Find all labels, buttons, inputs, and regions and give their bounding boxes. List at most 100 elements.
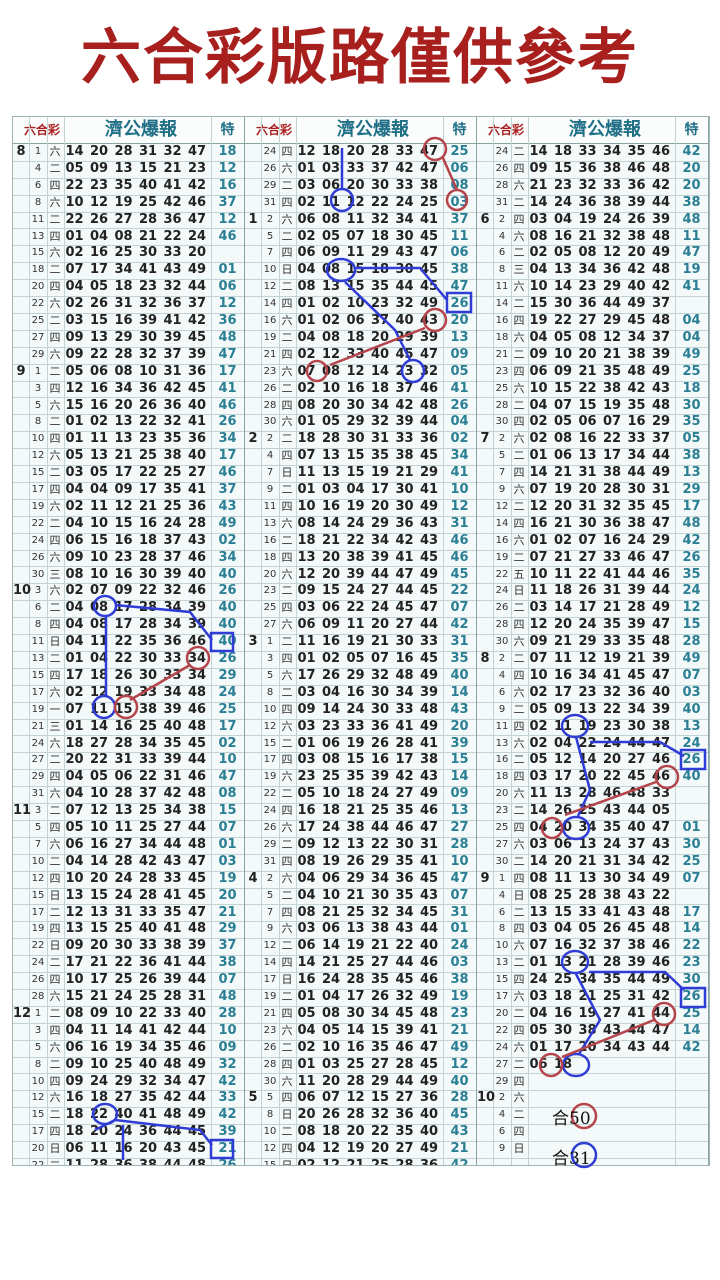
- number-cell: 41: [602, 566, 622, 582]
- number-cell: 31: [419, 836, 439, 852]
- number-cell: 39: [163, 329, 182, 345]
- number-cell: 01: [529, 448, 548, 464]
- number-cell: 13: [321, 465, 341, 481]
- number-cell: 42: [627, 262, 646, 278]
- special-number-cell: 26: [218, 583, 237, 599]
- number-cell: 33: [602, 634, 622, 650]
- number-cell: 45: [187, 329, 207, 345]
- day-cell: 17: [263, 974, 277, 986]
- number-cell: 36: [602, 262, 622, 278]
- number-cell: 22: [89, 1107, 109, 1123]
- column-header: 六合彩濟公爆報特: [477, 117, 708, 144]
- number-cell: 18: [346, 329, 365, 345]
- number-cell: 33: [395, 144, 414, 159]
- day-cell: 22: [31, 298, 45, 310]
- month-cell: [477, 262, 493, 279]
- special-number-cell: 49: [682, 346, 701, 362]
- special-number-cell: 43: [450, 701, 469, 717]
- day-cell: 5: [266, 669, 274, 681]
- weekday-cell: 四: [281, 1142, 293, 1156]
- number-cell: 18: [321, 144, 341, 159]
- number-cell: 47: [187, 853, 207, 869]
- number-cell: 12: [602, 329, 622, 345]
- number-cell: 10: [89, 1056, 109, 1072]
- number-cell: 14: [529, 465, 548, 481]
- special-number-cell: 07: [218, 820, 237, 835]
- number-cell: 42: [651, 279, 671, 295]
- number-cell: 21: [602, 346, 622, 362]
- number-cell: 09: [114, 482, 133, 497]
- number-cell: 33: [578, 904, 597, 920]
- number-cell: 15: [529, 296, 548, 312]
- number-cell: 12: [321, 1141, 341, 1157]
- number-cell: 23: [370, 296, 390, 312]
- number-cell: 16: [138, 515, 158, 531]
- day-cell: 19: [495, 551, 509, 563]
- number-cell: 34: [114, 262, 133, 278]
- number-cell: 27: [370, 583, 390, 599]
- number-cell: 04: [529, 1005, 548, 1021]
- number-cell: 39: [163, 701, 182, 717]
- number-cell: 45: [187, 735, 207, 751]
- special-number-cell: 25: [682, 1005, 701, 1021]
- number-cell: 43: [187, 532, 207, 548]
- number-cell: 32: [602, 228, 622, 244]
- month-cell: 6: [480, 211, 490, 227]
- number-cell: 28: [395, 735, 414, 751]
- month-cell: [477, 938, 493, 955]
- number-cell: 28: [602, 955, 622, 971]
- number-cell: 14: [346, 1022, 365, 1038]
- number-cell: 10: [346, 296, 365, 312]
- number-cell: 46: [419, 972, 439, 988]
- number-cell: 31: [114, 904, 133, 920]
- special-number-cell: 30: [682, 972, 701, 988]
- month-cell: [245, 1124, 261, 1141]
- special-number-cell: 20: [450, 313, 469, 328]
- month-cell: [13, 820, 29, 837]
- number-cell: [602, 1107, 623, 1124]
- number-cell: 27: [89, 735, 109, 751]
- special-number-cell: 46: [450, 549, 469, 565]
- day-cell: 1: [34, 146, 42, 157]
- number-cell: 30: [138, 566, 158, 582]
- number-cell: 41: [395, 718, 414, 734]
- number-cell: 14: [114, 1022, 133, 1038]
- grid-line: [511, 117, 512, 1165]
- special-number-cell: 40: [218, 600, 237, 616]
- number-cell: 32: [163, 279, 182, 295]
- number-cell: 19: [370, 465, 390, 481]
- number-cell: 20: [578, 1039, 597, 1055]
- day-cell: 12: [263, 940, 277, 952]
- number-cell: 44: [187, 955, 207, 971]
- month-cell: [13, 752, 29, 769]
- number-cell: 02: [529, 735, 548, 751]
- day-cell: 15: [31, 1109, 45, 1121]
- day-cell: 17: [263, 754, 277, 766]
- special-number-cell: 46: [218, 228, 237, 244]
- number-cell: 18: [65, 1107, 84, 1123]
- weekday-cell: 四: [281, 1091, 293, 1105]
- day-cell: 13: [31, 653, 45, 664]
- number-cell: 04: [65, 769, 84, 785]
- number-cell: 19: [346, 634, 365, 650]
- number-cell: 19: [578, 211, 597, 227]
- day-cell: 12: [31, 1092, 45, 1104]
- grid-line: [64, 117, 65, 1165]
- weekday-cell: 二: [281, 837, 293, 851]
- weekday-cell: 四: [281, 753, 293, 767]
- number-cell: 26: [602, 921, 622, 937]
- special-number-cell: 38: [450, 972, 469, 988]
- number-cell: 09: [89, 1005, 109, 1021]
- number-cell: 01: [297, 651, 316, 666]
- day-cell: 28: [495, 179, 509, 191]
- number-cell: 04: [65, 853, 84, 869]
- special-number-cell: 49: [450, 1039, 469, 1055]
